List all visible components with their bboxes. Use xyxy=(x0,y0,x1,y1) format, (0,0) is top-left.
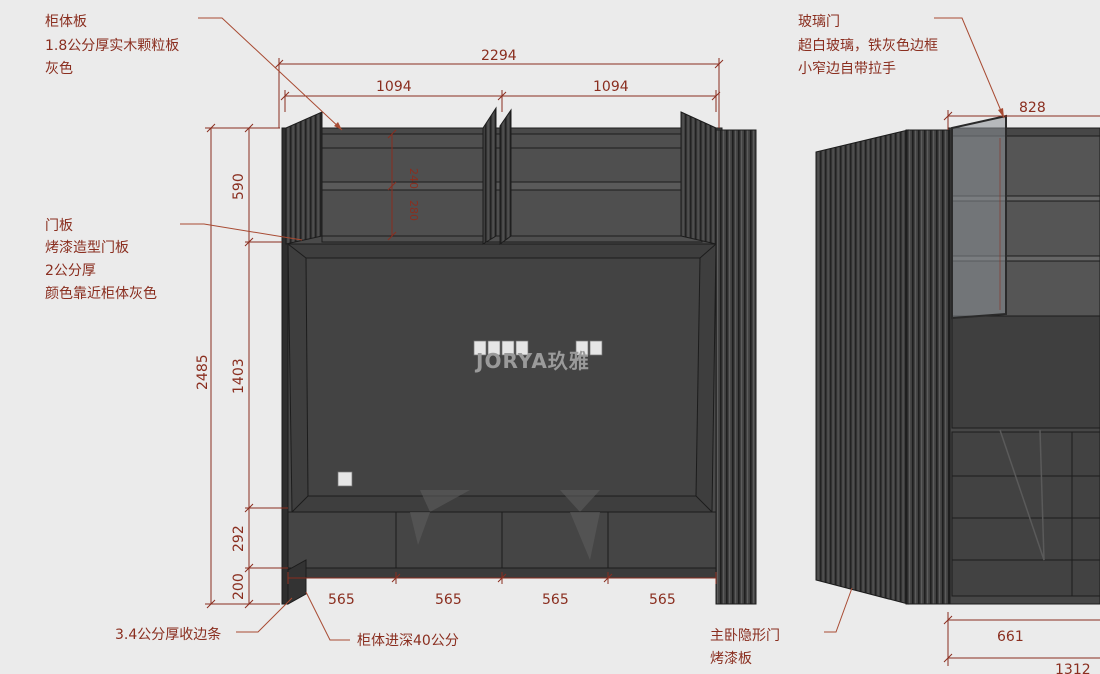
dim-base-height: 200 xyxy=(231,573,247,600)
svg-text:烤漆造型门板: 烤漆造型门板 xyxy=(45,240,129,256)
door-middle-left xyxy=(482,106,497,245)
socket-panel-right xyxy=(575,340,603,356)
dim-shelf-b: 280 xyxy=(407,200,420,221)
dim-right-bottom: 661 xyxy=(997,629,1024,645)
svg-text:颜色靠近柜体灰色: 颜色靠近柜体灰色 xyxy=(45,285,157,302)
svg-text:门板: 门板 xyxy=(45,218,73,234)
side-fluted-column xyxy=(905,129,951,605)
tv-cabinet-elevation xyxy=(281,106,757,605)
top-shelf xyxy=(321,181,703,191)
dim-right-total: 1312 xyxy=(1055,662,1091,674)
door-left-open xyxy=(285,111,323,245)
svg-text:超白玻璃，铁灰色边框: 超白玻璃，铁灰色边框 xyxy=(798,37,938,54)
annotation-cabinet-depth: 柜体进深40公分 xyxy=(305,591,459,649)
door-right-open xyxy=(680,111,717,245)
dim-top-height: 590 xyxy=(231,173,247,200)
dim-drawer-4: 565 xyxy=(649,592,676,608)
dim-half-right: 1094 xyxy=(593,79,629,95)
socket-bottom xyxy=(337,471,353,487)
dim-drawer-3: 565 xyxy=(542,592,569,608)
watermark: JORYA玖雅 xyxy=(474,349,590,373)
dim-shelf-a: 240 xyxy=(407,168,420,189)
socket-panel-left xyxy=(473,340,529,356)
svg-text:柜体进深40公分: 柜体进深40公分 xyxy=(357,633,459,649)
glass-door xyxy=(951,114,1007,320)
svg-text:灰色: 灰色 xyxy=(45,60,73,77)
svg-text:主卧隐形门: 主卧隐形门 xyxy=(710,628,780,644)
annotation-hidden-door: 主卧隐形门 烤漆板 xyxy=(710,587,853,667)
svg-text:柜体板: 柜体板 xyxy=(45,14,87,30)
dim-half-left: 1094 xyxy=(376,79,412,95)
dim-drawer-2: 565 xyxy=(435,592,462,608)
annotation-glass-door: 玻璃门 超白玻璃，铁灰色边框 小窄边自带拉手 xyxy=(798,13,1005,119)
dim-drawer-height: 292 xyxy=(231,525,247,552)
dim-drawer-1: 565 xyxy=(328,592,355,608)
annotation-edge-strip: 3.4公分厚收边条 xyxy=(115,597,293,643)
annotation-cabinet-panel: 柜体板 1.8公分厚实木颗粒板 灰色 xyxy=(45,14,343,131)
edge-strip xyxy=(287,559,307,605)
svg-text:烤漆板: 烤漆板 xyxy=(710,651,752,667)
svg-text:2公分厚: 2公分厚 xyxy=(45,263,96,279)
dim-total-width: 2294 xyxy=(481,48,517,64)
dim-right-top: 828 xyxy=(1019,100,1046,116)
svg-text:玻璃门: 玻璃门 xyxy=(798,13,840,30)
svg-text:小窄边自带拉手: 小窄边自带拉手 xyxy=(798,60,896,77)
svg-text:1.8公分厚实木颗粒板: 1.8公分厚实木颗粒板 xyxy=(45,38,179,54)
dimension-lines-left xyxy=(205,58,724,609)
door-middle-right xyxy=(499,108,512,245)
hidden-door xyxy=(815,129,909,605)
fluted-column xyxy=(715,129,757,605)
side-cabinet-perspective xyxy=(815,114,1100,605)
dimension-lines-right xyxy=(943,110,1100,666)
tv-back-panel xyxy=(305,257,701,497)
annotation-door-panel: 门板 烤漆造型门板 2公分厚 颜色靠近柜体灰色 xyxy=(45,218,303,302)
dim-total-height: 2485 xyxy=(195,354,211,390)
svg-text:3.4公分厚收边条: 3.4公分厚收边条 xyxy=(115,626,221,643)
dim-middle-height: 1403 xyxy=(231,358,247,394)
